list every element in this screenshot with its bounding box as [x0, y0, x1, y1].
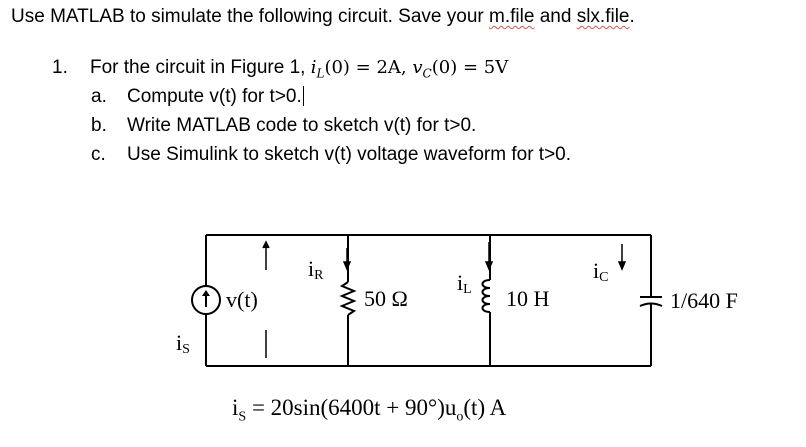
il-arrow-head [484, 261, 494, 271]
il-symbol: i [310, 57, 317, 78]
il-condition: (0) = 2A, [324, 57, 413, 78]
il-label: iL [457, 270, 472, 297]
and-text: and [534, 6, 577, 27]
source-arrow-head [202, 290, 210, 296]
ic-label: iC [593, 258, 608, 285]
formula-tail: (t) A [463, 395, 507, 420]
ic-arrow-head [617, 261, 627, 271]
inductor-symbol [481, 279, 491, 313]
question-text: For the circuit in Figure 1, iL(0) = 2A,… [90, 57, 508, 81]
il-subscript: L [316, 66, 325, 81]
slxfile-text: slx.file [576, 6, 630, 27]
item-b-letter: b. [91, 115, 107, 136]
item-c-text: Use Simulink to sketch v(t) voltage wave… [127, 144, 572, 165]
ir-arrow-head [342, 261, 352, 271]
item-b-text: Write MATLAB code to sketch v(t) for t>0… [127, 115, 477, 136]
period-text: . [629, 6, 635, 27]
instruction-text: Use MATLAB to simulate the following cir… [11, 6, 490, 27]
mfile-text: m.file [489, 6, 535, 27]
item-c-letter: c. [91, 144, 106, 165]
question-lead: For the circuit in Figure 1, [90, 57, 311, 78]
resistor-value: 50 Ω [364, 286, 408, 311]
inductor-value: 10 H [506, 286, 550, 311]
voltage-arrow-head [262, 240, 270, 249]
instruction-line: Use MATLAB to simulate the following cir… [11, 6, 635, 28]
formula-expression: = 20sin(6400t + 90°)u [246, 395, 457, 420]
resistor-symbol [339, 281, 357, 316]
current-source-symbol [191, 285, 221, 315]
is-label: iS [176, 330, 190, 357]
vc-subscript: C [422, 66, 432, 81]
ir-label: iR [308, 256, 324, 283]
formula-is: i [232, 395, 239, 420]
item-a-text: Compute v(t) for t>0. [127, 86, 304, 108]
formula-u-sub: o [456, 409, 464, 425]
item-a-content: Compute v(t) for t>0. [127, 86, 302, 107]
vc-symbol: v [412, 57, 423, 78]
text-cursor [302, 86, 304, 106]
formula-is-sub: S [238, 409, 247, 425]
voltage-label: v(t) [226, 287, 258, 312]
vc-condition: (0) = 5V [431, 57, 509, 78]
source-formula: iS = 20sin(6400t + 90°)uo(t) A [232, 395, 506, 426]
capacitor-value: 1/640 F [670, 288, 738, 313]
question-number: 1. [52, 57, 68, 78]
item-a-letter: a. [91, 86, 107, 107]
